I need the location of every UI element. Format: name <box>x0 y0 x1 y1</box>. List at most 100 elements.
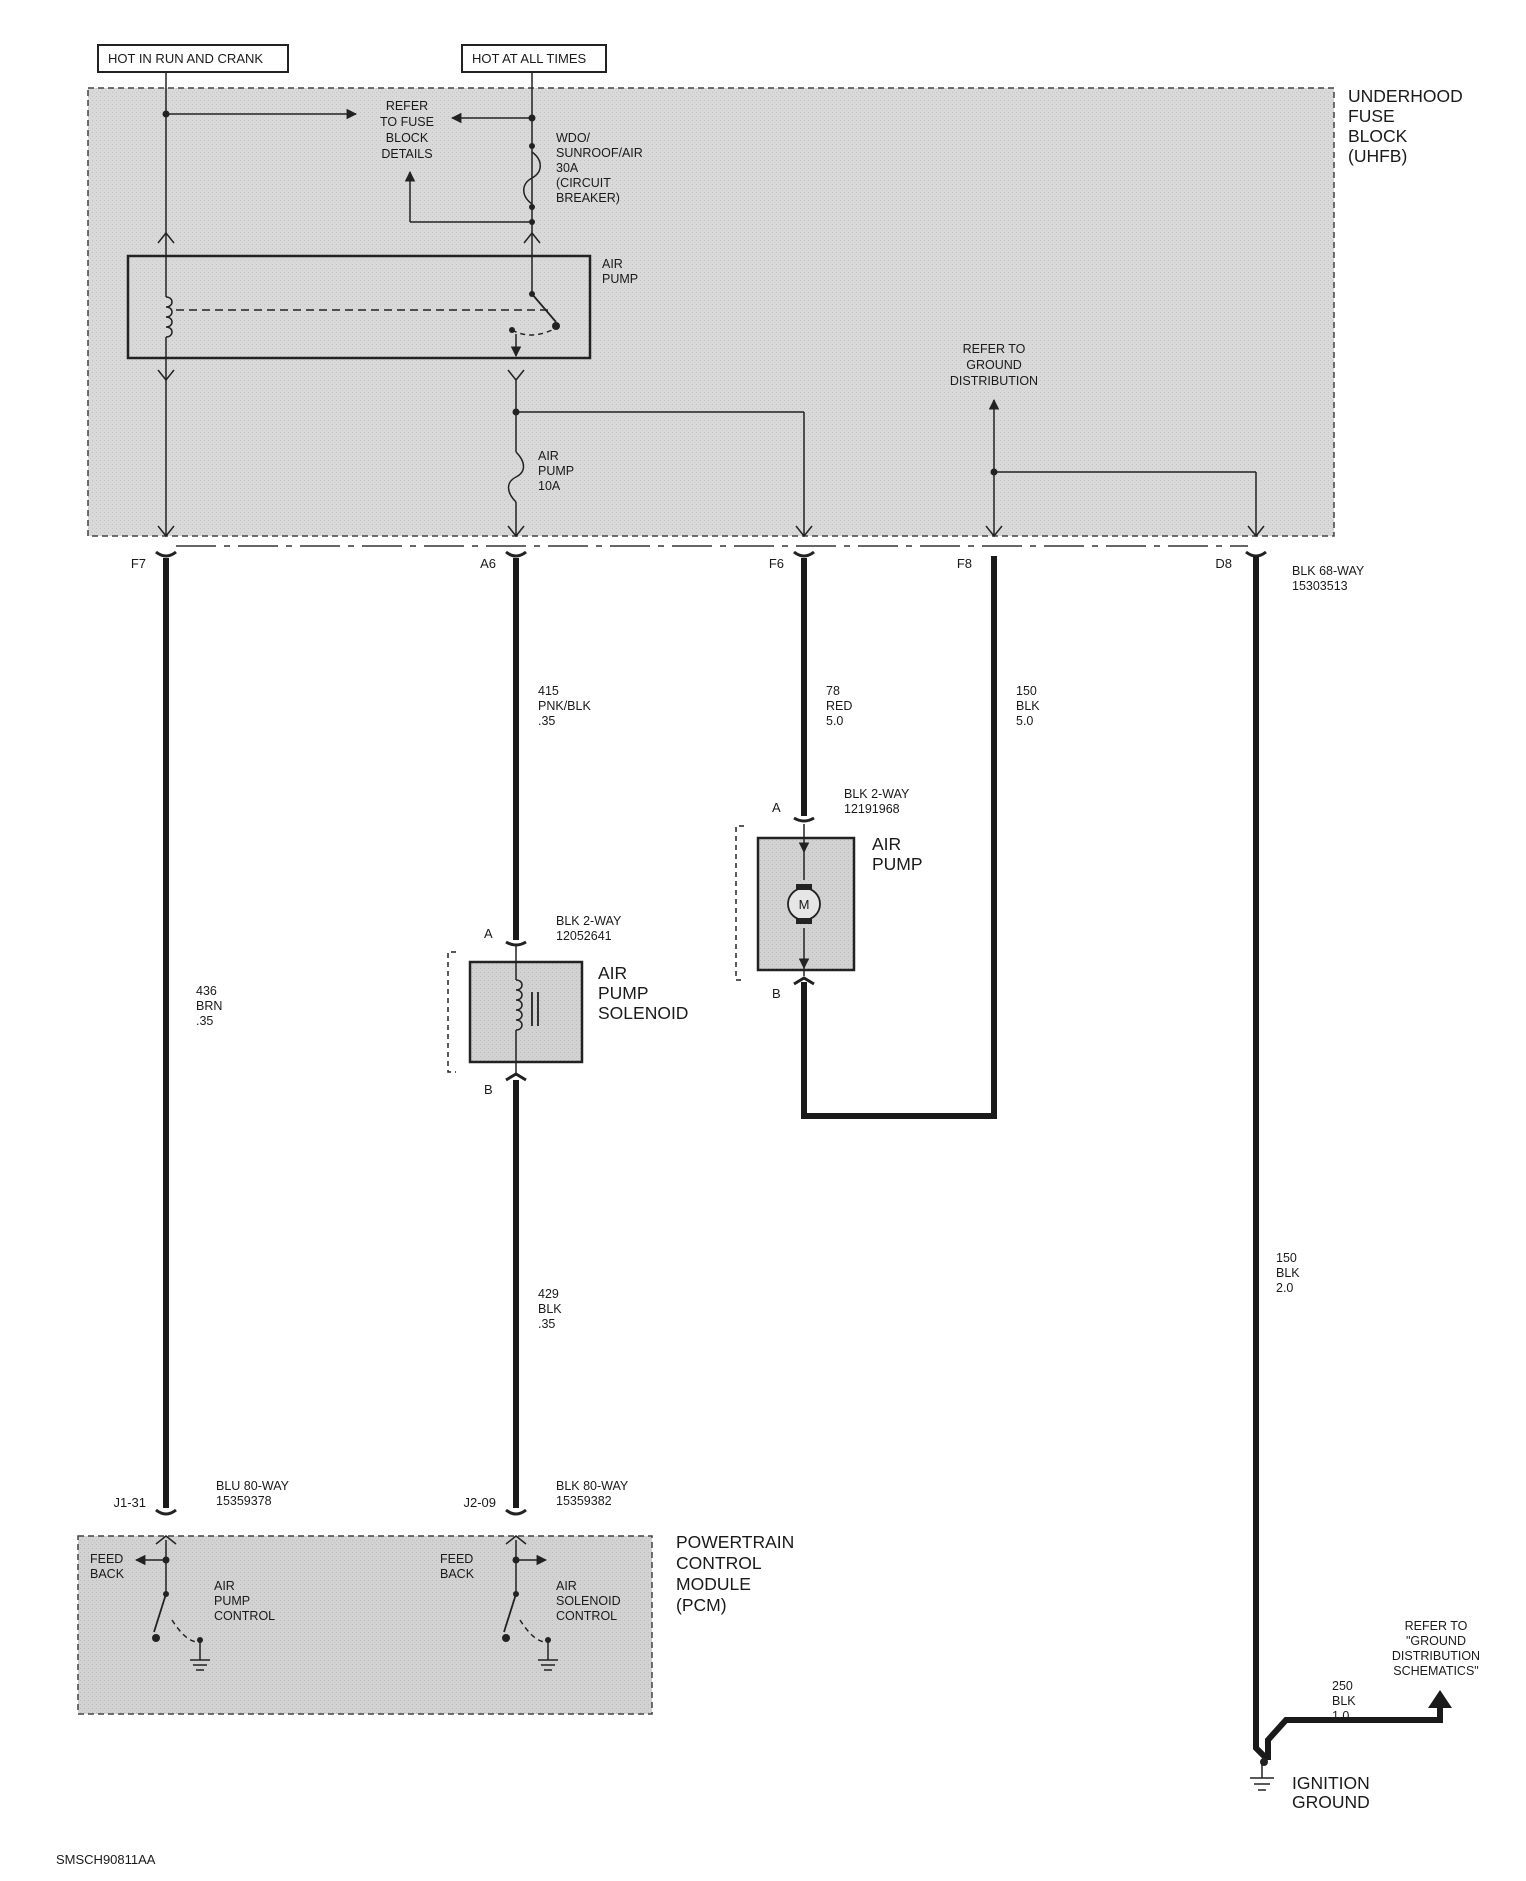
svg-text:AIR: AIR <box>556 1579 577 1593</box>
svg-text:10A: 10A <box>538 479 561 493</box>
wire-429-label: 429 BLK .35 <box>538 1287 562 1331</box>
svg-text:AIR: AIR <box>538 449 559 463</box>
svg-text:WDO/: WDO/ <box>556 131 591 145</box>
svg-text:"GROUND: "GROUND <box>1406 1634 1466 1648</box>
svg-text:AIR: AIR <box>872 834 901 854</box>
wire-415-label: 415 PNK/BLK .35 <box>538 684 591 728</box>
wire-250 <box>1265 1706 1443 1760</box>
ignition-ground-name: IGNITION GROUND <box>1292 1773 1370 1812</box>
uhfb-pin-labels: F7 A6 F6 F8 D8 <box>131 556 1232 571</box>
svg-text:BLK: BLK <box>1016 699 1040 713</box>
svg-text:DETAILS: DETAILS <box>381 147 432 161</box>
svg-text:PUMP: PUMP <box>598 983 649 1003</box>
svg-text:.35: .35 <box>538 714 555 728</box>
svg-text:REFER TO: REFER TO <box>1405 1619 1468 1633</box>
hot-all-times-label: HOT AT ALL TIMES <box>461 44 607 73</box>
svg-text:PUMP: PUMP <box>214 1594 250 1608</box>
svg-text:5.0: 5.0 <box>826 714 843 728</box>
pcm-pin-j2-09: J2-09 <box>463 1495 496 1510</box>
pump-pin-a: A <box>772 800 781 815</box>
pcm-conn2-text: BLK 80-WAY 15359382 <box>556 1479 629 1508</box>
svg-text:POWERTRAIN: POWERTRAIN <box>676 1532 794 1552</box>
pump-connector-text: BLK 2-WAY 12191968 <box>844 787 910 816</box>
svg-text:415: 415 <box>538 684 559 698</box>
svg-text:15359382: 15359382 <box>556 1494 612 1508</box>
svg-text:BLK: BLK <box>1276 1266 1300 1280</box>
uhfb-pin-arrows <box>157 525 1265 538</box>
wire-436-label: 436 BRN .35 <box>196 984 222 1028</box>
motor-letter: M <box>799 897 810 912</box>
pcm-connectors <box>155 1508 527 1516</box>
svg-text:250: 250 <box>1332 1679 1353 1693</box>
svg-text:D8: D8 <box>1215 556 1232 571</box>
refer-ground-schematics-text: REFER TO "GROUND DISTRIBUTION SCHEMATICS… <box>1392 1619 1480 1678</box>
svg-text:DISTRIBUTION: DISTRIBUTION <box>950 374 1038 388</box>
air-pump-solenoid <box>447 940 584 1082</box>
svg-text:REFER: REFER <box>386 99 428 113</box>
svg-text:SOLENOID: SOLENOID <box>598 1003 688 1023</box>
wire-250-label: 250 BLK 1.0 <box>1332 1679 1356 1723</box>
svg-text:GROUND: GROUND <box>966 358 1022 372</box>
svg-text:FEED: FEED <box>90 1552 123 1566</box>
svg-text:REFER TO: REFER TO <box>963 342 1026 356</box>
svg-text:.35: .35 <box>538 1317 555 1331</box>
svg-text:CONTROL: CONTROL <box>214 1609 275 1623</box>
svg-text:BLK: BLK <box>538 1302 562 1316</box>
svg-text:BACK: BACK <box>440 1567 475 1581</box>
breaker-text: WDO/ SUNROOF/AIR 30A (CIRCUIT BREAKER) <box>556 131 643 205</box>
pcm-feedback2-text: FEED BACK <box>440 1552 475 1581</box>
svg-text:(PCM): (PCM) <box>676 1595 727 1615</box>
uhfb-connector-text: BLK 68-WAY 15303513 <box>1292 564 1365 593</box>
svg-text:5.0: 5.0 <box>1016 714 1033 728</box>
refer-ground-text: REFER TO GROUND DISTRIBUTION <box>950 342 1038 388</box>
hot-all-times-text: HOT AT ALL TIMES <box>472 51 586 66</box>
svg-text:12052641: 12052641 <box>556 929 612 943</box>
pcm-air-solenoid-control-circuit <box>502 1535 558 1671</box>
circuit-breaker-icon <box>523 143 541 225</box>
air-pump-relay-text: AIR PUMP <box>602 257 638 286</box>
hot-run-crank-label: HOT IN RUN AND CRANK <box>97 44 289 73</box>
uhfb-receptacles <box>155 550 1267 558</box>
wire-150b <box>1253 556 1271 1763</box>
svg-text:TO FUSE: TO FUSE <box>380 115 434 129</box>
svg-text:CONTROL: CONTROL <box>676 1553 762 1573</box>
svg-text:BREAKER): BREAKER) <box>556 191 620 205</box>
svg-text:30A: 30A <box>556 161 579 175</box>
pcm-air-pump-control-circuit <box>134 1535 210 1671</box>
svg-text:GROUND: GROUND <box>1292 1792 1370 1812</box>
svg-text:FEED: FEED <box>440 1552 473 1566</box>
pcm-pin-j1-31: J1-31 <box>113 1495 146 1510</box>
pcm-ctrl2-text: AIR SOLENOID CONTROL <box>556 1579 621 1623</box>
svg-text:F6: F6 <box>769 556 784 571</box>
svg-text:15303513: 15303513 <box>1292 579 1348 593</box>
solenoid-body <box>468 960 584 1064</box>
svg-text:(CIRCUIT: (CIRCUIT <box>556 176 611 190</box>
svg-text:A6: A6 <box>480 556 496 571</box>
wire-150b-label: 150 BLK 2.0 <box>1276 1251 1300 1295</box>
uhfb-name: UNDERHOOD FUSE BLOCK (UHFB) <box>1348 86 1463 166</box>
svg-text:150: 150 <box>1016 684 1037 698</box>
uhfb-box <box>87 87 1335 537</box>
svg-text:AIR: AIR <box>602 257 623 271</box>
svg-text:SUNROOF/AIR: SUNROOF/AIR <box>556 146 643 160</box>
pump-pin-b: B <box>772 986 781 1001</box>
svg-text:BRN: BRN <box>196 999 222 1013</box>
svg-text:UNDERHOOD: UNDERHOOD <box>1348 86 1463 106</box>
svg-text:78: 78 <box>826 684 840 698</box>
footer-code: SMSCH90811AA <box>56 1852 156 1867</box>
svg-text:(UHFB): (UHFB) <box>1348 146 1407 166</box>
solenoid-name: AIR PUMP SOLENOID <box>598 963 688 1023</box>
svg-text:429: 429 <box>538 1287 559 1301</box>
solenoid-pin-a: A <box>484 926 493 941</box>
wire-150a <box>801 556 997 1119</box>
svg-text:BLK 80-WAY: BLK 80-WAY <box>556 1479 629 1493</box>
refer-fuse-block-text: REFER TO FUSE BLOCK DETAILS <box>380 99 434 161</box>
svg-text:PUMP: PUMP <box>538 464 574 478</box>
svg-text:DISTRIBUTION: DISTRIBUTION <box>1392 1649 1480 1663</box>
svg-text:BLK 68-WAY: BLK 68-WAY <box>1292 564 1365 578</box>
pcm-conn1-text: BLU 80-WAY 15359378 <box>216 1479 290 1508</box>
solenoid-connector-text: BLK 2-WAY 12052641 <box>556 914 622 943</box>
air-pump-motor: M <box>735 816 856 986</box>
